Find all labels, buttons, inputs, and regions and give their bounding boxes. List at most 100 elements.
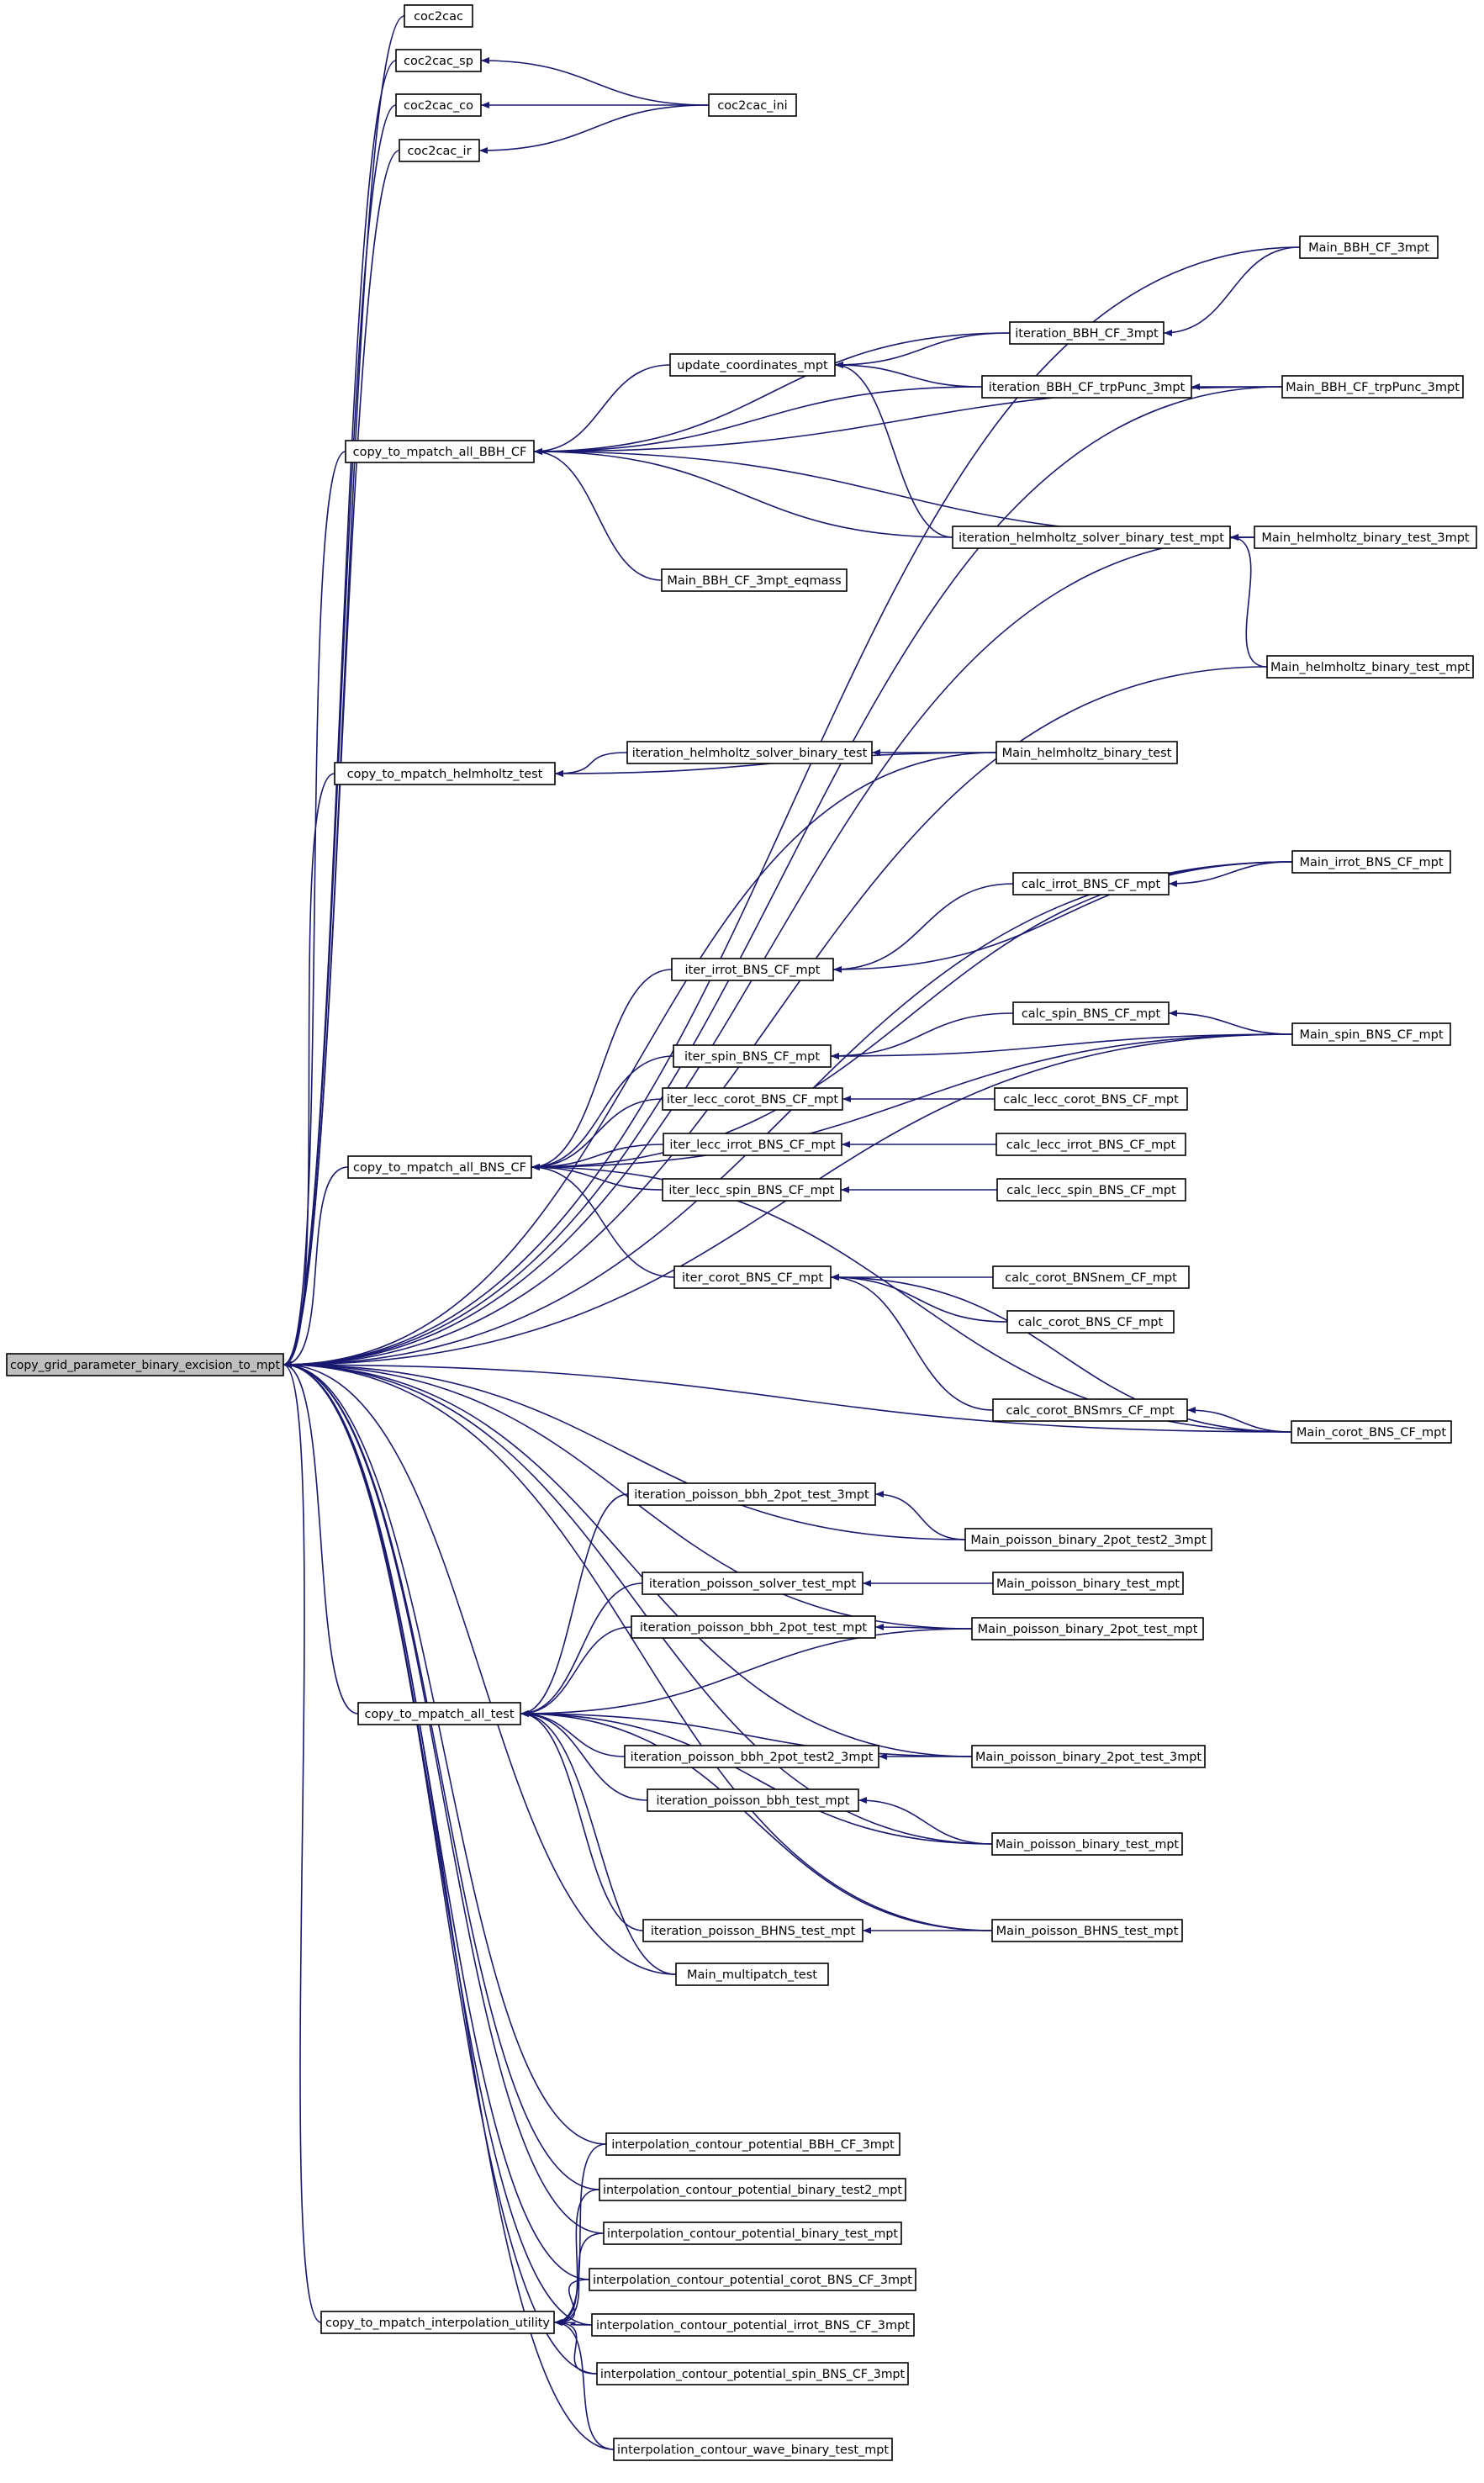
node-n42[interactable]: Main_poisson_binary_2pot_test_mpt (971, 1617, 1204, 1640)
node-box[interactable] (334, 762, 556, 785)
node-box[interactable] (996, 1178, 1186, 1202)
node-box[interactable] (1012, 872, 1170, 895)
node-n53[interactable]: interpolation_contour_potential_binary_t… (603, 2221, 902, 2245)
node-box[interactable] (1266, 655, 1474, 679)
node-n35[interactable]: calc_corot_BNSmrs_CF_mpt (992, 1398, 1188, 1422)
node-box[interactable] (708, 93, 797, 117)
node-n38[interactable]: Main_poisson_binary_2pot_test2_3mpt (964, 1528, 1212, 1551)
node-n20[interactable]: calc_irrot_BNS_CF_mpt (1012, 872, 1170, 895)
node-n39[interactable]: iteration_poisson_solver_test_mpt (642, 1572, 863, 1595)
node-box[interactable] (1281, 375, 1464, 399)
node-n51[interactable]: interpolation_contour_potential_BBH_CF_3… (605, 2132, 900, 2156)
node-box[interactable] (404, 4, 473, 28)
node-n4[interactable]: coc2cac_ir (399, 139, 480, 162)
node-n24[interactable]: iter_spin_BNS_CF_mpt (673, 1044, 832, 1068)
node-box[interactable] (357, 1702, 521, 1725)
node-n2[interactable]: coc2cac_sp (395, 49, 482, 72)
node-n31[interactable]: calc_lecc_spin_BNS_CF_mpt (996, 1178, 1186, 1202)
node-n6[interactable]: Main_BBH_CF_3mpt (1299, 235, 1439, 259)
node-n3[interactable]: coc2cac_co (395, 93, 482, 117)
node-n34[interactable]: calc_corot_BNS_CF_mpt (1006, 1310, 1175, 1334)
node-box[interactable] (995, 741, 1178, 764)
node-n48[interactable]: iteration_poisson_BHNS_test_mpt (642, 1919, 863, 1942)
node-n26[interactable]: calc_lecc_corot_BNS_CF_mpt (994, 1087, 1188, 1111)
node-n8[interactable]: update_coordinates_mpt (669, 353, 836, 377)
node-box[interactable] (399, 139, 480, 162)
node-n57[interactable]: interpolation_contour_potential_spin_BNS… (596, 2362, 909, 2385)
node-n13[interactable]: Main_helmholtz_binary_test_3mpt (1254, 526, 1477, 549)
node-n47[interactable]: Main_poisson_binary_test_mpt (991, 1832, 1183, 1856)
node-box[interactable] (345, 440, 535, 463)
node-box[interactable] (663, 1133, 842, 1156)
node-box[interactable] (395, 93, 482, 117)
node-box[interactable] (1012, 1001, 1170, 1025)
node-n50[interactable]: Main_multipatch_test (675, 1963, 829, 1986)
node-n30[interactable]: iter_lecc_spin_BNS_CF_mpt (662, 1178, 842, 1202)
node-box[interactable] (971, 1745, 1206, 1768)
node-n45[interactable]: Main_poisson_binary_2pot_test_3mpt (971, 1745, 1206, 1768)
node-box[interactable] (395, 49, 482, 72)
node-n52[interactable]: interpolation_contour_potential_binary_t… (599, 2178, 906, 2201)
node-n43[interactable]: copy_to_mpatch_all_test (357, 1702, 521, 1725)
node-n55[interactable]: copy_to_mpatch_interpolation_utility (320, 2311, 555, 2334)
node-box[interactable] (992, 1265, 1190, 1289)
node-box[interactable] (642, 1919, 863, 1942)
node-n41[interactable]: iteration_poisson_bbh_2pot_test_mpt (631, 1615, 876, 1639)
node-n16[interactable]: copy_to_mpatch_helmholtz_test (334, 762, 556, 785)
node-box[interactable] (995, 1133, 1186, 1156)
node-box[interactable] (591, 2313, 915, 2337)
node-box[interactable] (662, 1178, 842, 1202)
node-n11[interactable]: copy_to_mpatch_all_BBH_CF (345, 440, 535, 463)
node-box[interactable] (673, 1044, 832, 1068)
node-n19[interactable]: Main_irrot_BNS_CF_mpt (1291, 850, 1451, 874)
node-box[interactable] (1254, 526, 1477, 549)
node-box[interactable] (991, 1919, 1183, 1942)
node-n14[interactable]: Main_BBH_CF_3mpt_eqmass (661, 568, 848, 592)
node-n54[interactable]: interpolation_contour_potential_corot_BN… (589, 2268, 916, 2291)
node-box[interactable] (347, 1155, 532, 1179)
node-n56[interactable]: interpolation_contour_potential_irrot_BN… (591, 2313, 915, 2337)
node-box[interactable] (662, 1087, 843, 1111)
node-n7[interactable]: iteration_BBH_CF_3mpt (1009, 321, 1164, 345)
node-n44[interactable]: iteration_poisson_bbh_2pot_test2_3mpt (624, 1745, 879, 1768)
node-box[interactable] (1299, 235, 1439, 259)
node-box[interactable] (971, 1617, 1204, 1640)
node-n18[interactable]: Main_helmholtz_binary_test (995, 741, 1178, 764)
node-box[interactable] (647, 1788, 859, 1812)
node-box[interactable] (599, 2178, 906, 2201)
node-n58[interactable]: interpolation_contour_wave_binary_test_m… (613, 2438, 893, 2461)
node-box[interactable] (981, 375, 1192, 399)
node-box[interactable] (613, 2438, 893, 2461)
node-box[interactable] (671, 958, 834, 981)
node-box[interactable] (964, 1528, 1212, 1551)
node-n36[interactable]: Main_corot_BNS_CF_mpt (1291, 1420, 1452, 1444)
node-n29[interactable]: copy_to_mpatch_all_BNS_CF (347, 1155, 532, 1179)
node-box[interactable] (675, 1963, 829, 1986)
node-box[interactable] (603, 2221, 902, 2245)
node-box[interactable] (605, 2132, 900, 2156)
node-n27[interactable]: iter_lecc_irrot_BNS_CF_mpt (663, 1133, 842, 1156)
node-box[interactable] (6, 1353, 284, 1376)
node-box[interactable] (596, 2362, 909, 2385)
node-box[interactable] (320, 2311, 555, 2334)
node-box[interactable] (991, 1832, 1183, 1856)
node-n5[interactable]: coc2cac_ini (708, 93, 797, 117)
node-box[interactable] (1006, 1310, 1175, 1334)
node-n17[interactable]: iteration_helmholtz_solver_binary_test (626, 741, 873, 764)
node-box[interactable] (589, 2268, 916, 2291)
node-box[interactable] (631, 1615, 876, 1639)
node-n49[interactable]: Main_poisson_BHNS_test_mpt (991, 1919, 1183, 1942)
node-n25[interactable]: iter_lecc_corot_BNS_CF_mpt (662, 1087, 843, 1111)
node-box[interactable] (992, 1572, 1184, 1595)
node-box[interactable] (1291, 1420, 1452, 1444)
node-box[interactable] (994, 1087, 1188, 1111)
node-box[interactable] (669, 353, 836, 377)
node-box[interactable] (661, 568, 848, 592)
node-n23[interactable]: Main_spin_BNS_CF_mpt (1291, 1022, 1451, 1046)
node-box[interactable] (1009, 321, 1164, 345)
node-n28[interactable]: calc_lecc_irrot_BNS_CF_mpt (995, 1133, 1186, 1156)
node-n33[interactable]: calc_corot_BNSnem_CF_mpt (992, 1265, 1190, 1289)
node-n12[interactable]: iteration_helmholtz_solver_binary_test_m… (952, 526, 1231, 549)
node-box[interactable] (992, 1398, 1188, 1422)
node-n1[interactable]: coc2cac (404, 4, 473, 28)
